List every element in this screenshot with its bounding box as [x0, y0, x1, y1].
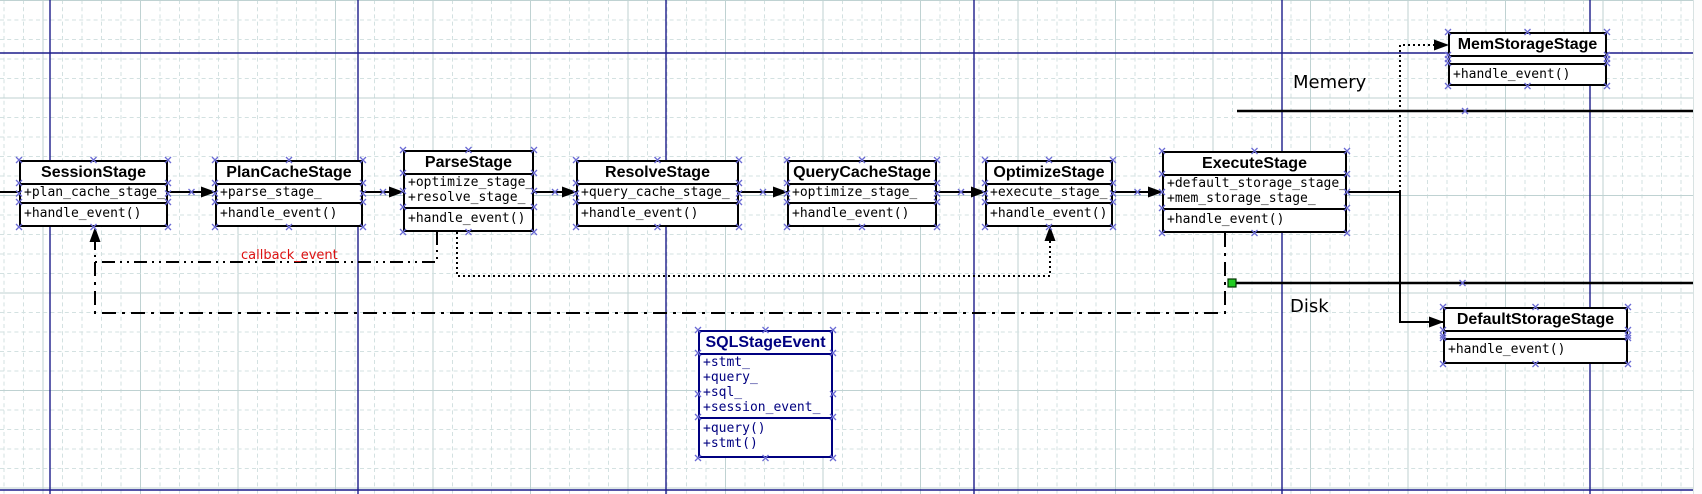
callback-event-label[interactable]: callback_event	[241, 248, 338, 263]
class-node-parse-stage[interactable]: ParseStage+optimize_stage_+resolve_stage…	[403, 150, 534, 232]
attributes-section: +optimize_stage_	[789, 185, 935, 204]
class-attribute: +plan_cache_stage_	[24, 185, 165, 200]
class-operation: +query()	[703, 421, 766, 436]
class-title: QueryCacheStage	[789, 162, 935, 185]
class-attribute: +resolve_stage_	[408, 190, 526, 205]
class-node-query-cache-stage[interactable]: QueryCacheStage+optimize_stage_ +handle_e…	[787, 160, 937, 227]
class-title: ResolveStage	[578, 162, 737, 185]
attributes-section: +plan_cache_stage_	[21, 185, 166, 204]
attributes-section: +optimize_stage_+resolve_stage_	[405, 175, 532, 209]
operations-section: +handle_event()	[21, 204, 166, 221]
class-attribute: +execute_stage_	[990, 185, 1108, 200]
operations-section: +handle_event()	[405, 209, 532, 226]
memory-region-label[interactable]: Memery	[1293, 72, 1367, 93]
class-title: SessionStage	[21, 162, 166, 185]
canvas-edge-strip	[1693, 0, 1702, 494]
class-attribute: +default_storage_stage_	[1167, 176, 1345, 191]
execute-to-memstorage[interactable]	[1399, 39, 1449, 192]
disk-region-label[interactable]: Disk	[1290, 296, 1329, 317]
operations-section: +handle_event()	[1450, 65, 1605, 82]
class-node-sql-stage-event[interactable]: SQLStageEvent+stmt_+query_+sql_+session_…	[698, 330, 833, 458]
class-attribute: +parse_stage_	[220, 185, 322, 200]
class-node-resolve-stage[interactable]: ResolveStage+query_cache_stage_ +handle_e…	[576, 160, 739, 227]
class-operation: +handle_event()	[792, 206, 910, 221]
class-title: OptimizeStage	[987, 162, 1111, 185]
class-node-session-stage[interactable]: SessionStage+plan_cache_stage_ +handle_ev…	[19, 160, 168, 227]
execute-to-session-callback[interactable]	[94, 233, 1226, 314]
operations-section: +handle_event()	[987, 204, 1111, 221]
class-attribute: +optimize_stage_	[408, 175, 532, 190]
class-attribute: +query_cache_stage_	[581, 185, 730, 200]
operations-section: +handle_event()	[1445, 340, 1626, 357]
class-operation: +handle_event()	[581, 206, 699, 221]
class-attribute: +mem_storage_stage_	[1167, 191, 1316, 206]
attributes-section: +parse_stage_	[217, 185, 361, 204]
class-node-execute-stage[interactable]: ExecuteStage+default_storage_stage_+mem_…	[1162, 151, 1347, 233]
class-operation: +stmt()	[703, 436, 758, 451]
class-node-default-storage-stage[interactable]: DefaultStorageStage +handle_event()	[1443, 307, 1628, 364]
class-attribute: +sql_	[703, 385, 743, 400]
class-node-mem-storage-stage[interactable]: MemStorageStage +handle_event()	[1448, 32, 1607, 86]
class-attribute: +query_	[703, 370, 758, 385]
callback-event-edge[interactable]	[89, 227, 438, 263]
operations-section: +query()+stmt()	[700, 419, 831, 451]
class-node-optimize-stage[interactable]: OptimizeStage+execute_stage_ +handle_even…	[985, 160, 1113, 227]
attributes-section: +stmt_+query_+sql_+session_event_	[700, 355, 831, 419]
attributes-section	[1445, 332, 1626, 340]
class-operation: +handle_event()	[220, 206, 338, 221]
class-operation: +handle_event()	[408, 211, 526, 226]
parse-to-optimize-event[interactable]	[456, 226, 1056, 277]
operations-section: +handle_event()	[1164, 210, 1345, 227]
class-title: ParseStage	[405, 152, 532, 175]
operations-section: +handle_event()	[217, 204, 361, 221]
operations-section: +handle_event()	[789, 204, 935, 221]
class-operation: +handle_event()	[24, 206, 142, 221]
attributes-section	[1450, 57, 1605, 65]
class-attribute: +session_event_	[703, 400, 821, 415]
class-title: DefaultStorageStage	[1445, 309, 1626, 332]
class-title: MemStorageStage	[1450, 34, 1605, 57]
attributes-section: +default_storage_stage_+mem_storage_stag…	[1164, 176, 1345, 210]
attributes-section: +execute_stage_	[987, 185, 1111, 204]
execute-to-defaultstorage[interactable]	[1347, 191, 1444, 328]
class-attribute: +optimize_stage_	[792, 185, 918, 200]
class-operation: +handle_event()	[1167, 212, 1285, 227]
class-node-plan-cache-stage[interactable]: PlanCacheStage+parse_stage_ +handle_event…	[215, 160, 363, 227]
selection-handle[interactable]	[1227, 278, 1237, 288]
class-operation: +handle_event()	[1453, 67, 1571, 82]
class-title: PlanCacheStage	[217, 162, 361, 185]
class-attribute: +stmt_	[703, 355, 750, 370]
attributes-section: +query_cache_stage_	[578, 185, 737, 204]
class-title: ExecuteStage	[1164, 153, 1345, 176]
class-title: SQLStageEvent	[700, 332, 831, 355]
class-operation: +handle_event()	[1448, 342, 1566, 357]
operations-section: +handle_event()	[578, 204, 737, 221]
class-operation: +handle_event()	[990, 206, 1108, 221]
